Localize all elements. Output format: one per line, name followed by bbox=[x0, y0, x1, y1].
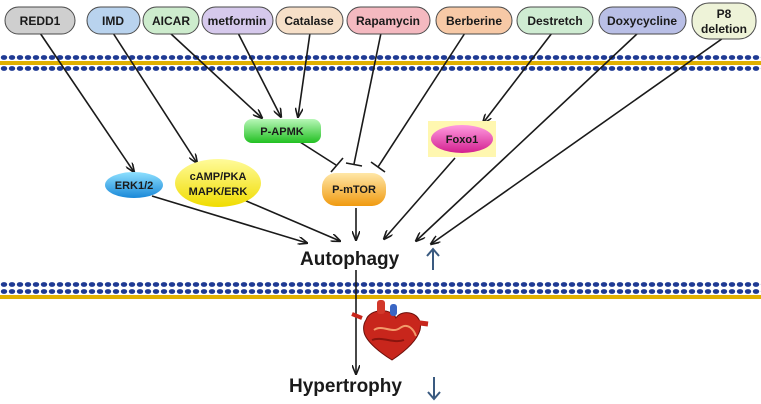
node-foxo1: Foxo1 bbox=[428, 121, 496, 157]
svg-text:Doxycycline: Doxycycline bbox=[607, 14, 677, 28]
inhibit-rapamycin-mtor-bar bbox=[345, 162, 363, 167]
node-p-mtor: P-mTOR bbox=[322, 173, 386, 206]
arrow-p8-autophagy bbox=[431, 35, 727, 244]
inhibit-berberine-mtor-bar bbox=[370, 161, 386, 173]
arrow-erk-autophagy bbox=[151, 195, 307, 243]
inhibit-ampk-mtor-bar bbox=[330, 157, 344, 173]
svg-text:ERK1/2: ERK1/2 bbox=[115, 180, 154, 192]
svg-text:Foxo1: Foxo1 bbox=[446, 134, 478, 146]
svg-text:deletion: deletion bbox=[701, 22, 747, 36]
svg-text:P-mTOR: P-mTOR bbox=[332, 184, 376, 196]
svg-text:Rapamycin: Rapamycin bbox=[356, 14, 420, 28]
svg-text:REDD1: REDD1 bbox=[20, 14, 61, 28]
arrow-redd1-erk bbox=[39, 32, 134, 172]
svg-text:AICAR: AICAR bbox=[152, 14, 190, 28]
autophagy-label: Autophagy bbox=[300, 249, 400, 270]
node-imd: IMD bbox=[86, 6, 141, 35]
node-camp-mapk: cAMP/PKA MAPK/ERK bbox=[175, 159, 261, 207]
arrow-destretch-foxo1 bbox=[483, 32, 553, 123]
svg-text:P8: P8 bbox=[717, 7, 732, 21]
inhibit-berberine-mtor bbox=[377, 32, 466, 168]
inhibit-rapamycin-mtor bbox=[353, 32, 382, 165]
arrow-catalase-ampk bbox=[298, 32, 311, 117]
heart-icon bbox=[351, 300, 429, 361]
node-berberine: Berberine bbox=[435, 6, 513, 35]
membrane-bottom bbox=[0, 282, 761, 300]
arrow-imd-camp bbox=[112, 32, 197, 163]
svg-text:Destretch: Destretch bbox=[527, 14, 582, 28]
inhibit-ampk-mtor bbox=[299, 141, 337, 166]
membrane-top bbox=[0, 55, 761, 73]
down-arrow-icon bbox=[427, 377, 441, 401]
up-arrow-icon bbox=[426, 247, 440, 270]
node-aicar: AICAR bbox=[142, 6, 200, 35]
node-metformin: metformin bbox=[201, 6, 274, 35]
node-doxycycline: Doxycycline bbox=[598, 6, 687, 35]
svg-text:cAMP/PKA: cAMP/PKA bbox=[190, 171, 247, 183]
arrow-aicar-ampk bbox=[169, 32, 262, 118]
svg-text:Berberine: Berberine bbox=[446, 14, 502, 28]
svg-text:IMD: IMD bbox=[102, 14, 124, 28]
node-rapamycin: Rapamycin bbox=[346, 6, 431, 35]
svg-text:Catalase: Catalase bbox=[284, 14, 334, 28]
arrow-metformin-ampk bbox=[237, 32, 281, 117]
arrow-foxo1-autophagy bbox=[384, 157, 456, 239]
node-erk: ERK1/2 bbox=[105, 172, 163, 198]
node-redd1: REDD1 bbox=[4, 6, 76, 35]
hypertrophy-label: Hypertrophy bbox=[289, 376, 402, 397]
svg-text:P-APMK: P-APMK bbox=[260, 126, 303, 138]
arrow-camp-autophagy bbox=[243, 199, 340, 241]
node-destretch: Destretch bbox=[516, 6, 594, 35]
node-catalase: Catalase bbox=[275, 6, 344, 35]
svg-text:metformin: metformin bbox=[208, 14, 267, 28]
node-p-ampk: P-APMK bbox=[244, 119, 321, 143]
svg-text:MAPK/ERK: MAPK/ERK bbox=[189, 186, 248, 198]
node-p8-deletion: P8 deletion bbox=[691, 2, 757, 40]
arrow-doxycycline-autophagy bbox=[416, 32, 639, 241]
